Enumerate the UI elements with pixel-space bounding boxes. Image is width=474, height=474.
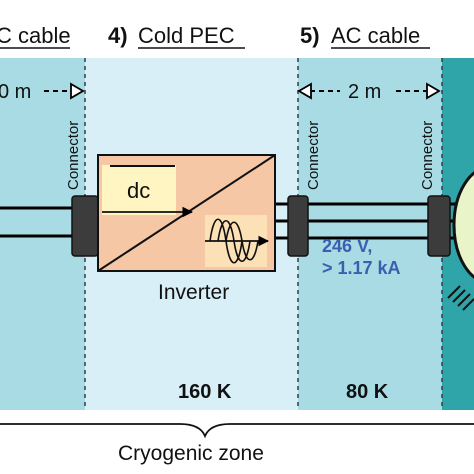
dimension-right-label: 2 m bbox=[348, 81, 381, 103]
ac-current-label: > 1.17 kA bbox=[322, 258, 401, 278]
cooling-hatch bbox=[447, 285, 474, 311]
temp-ac-cable: 80 K bbox=[346, 381, 389, 403]
motor-shape bbox=[452, 171, 474, 279]
header-ac-cable-number: 5) bbox=[300, 23, 320, 48]
dimension-left-arrowhead bbox=[70, 82, 85, 100]
ac-cable-zone bbox=[298, 58, 442, 410]
ac-voltage-label: 246 V, bbox=[322, 236, 372, 256]
header-cold-pec: Cold PEC bbox=[138, 23, 235, 48]
connector-middle-label: Connector bbox=[305, 121, 322, 190]
ac-wave-2 bbox=[217, 219, 251, 263]
header-dc-cable: C cable bbox=[0, 23, 71, 48]
connector-right-label: Connector bbox=[419, 121, 436, 190]
inverter-label: Inverter bbox=[158, 281, 229, 304]
dimension-right-arrowhead-left bbox=[297, 82, 312, 100]
header-ac-cable: AC cable bbox=[331, 23, 420, 48]
cryogenic-brace bbox=[0, 423, 474, 439]
cryogenic-zone-label: Cryogenic zone bbox=[118, 442, 264, 465]
dimension-right-arrowhead-right bbox=[426, 82, 441, 100]
connector-left-label: Connector bbox=[65, 121, 82, 190]
connector-middle bbox=[287, 195, 309, 257]
footer-background bbox=[0, 410, 474, 474]
connector-right bbox=[427, 195, 451, 257]
dc-symbol-label: dc bbox=[127, 178, 150, 203]
dc-cable-zone bbox=[0, 58, 85, 410]
ac-wave-3 bbox=[225, 221, 259, 261]
dimension-left-label: 0 m bbox=[0, 81, 31, 103]
connector-left bbox=[71, 195, 99, 257]
header-cold-pec-number: 4) bbox=[108, 23, 128, 48]
dc-symbol-box bbox=[102, 165, 176, 215]
temp-cold-pec: 160 K bbox=[178, 381, 232, 403]
